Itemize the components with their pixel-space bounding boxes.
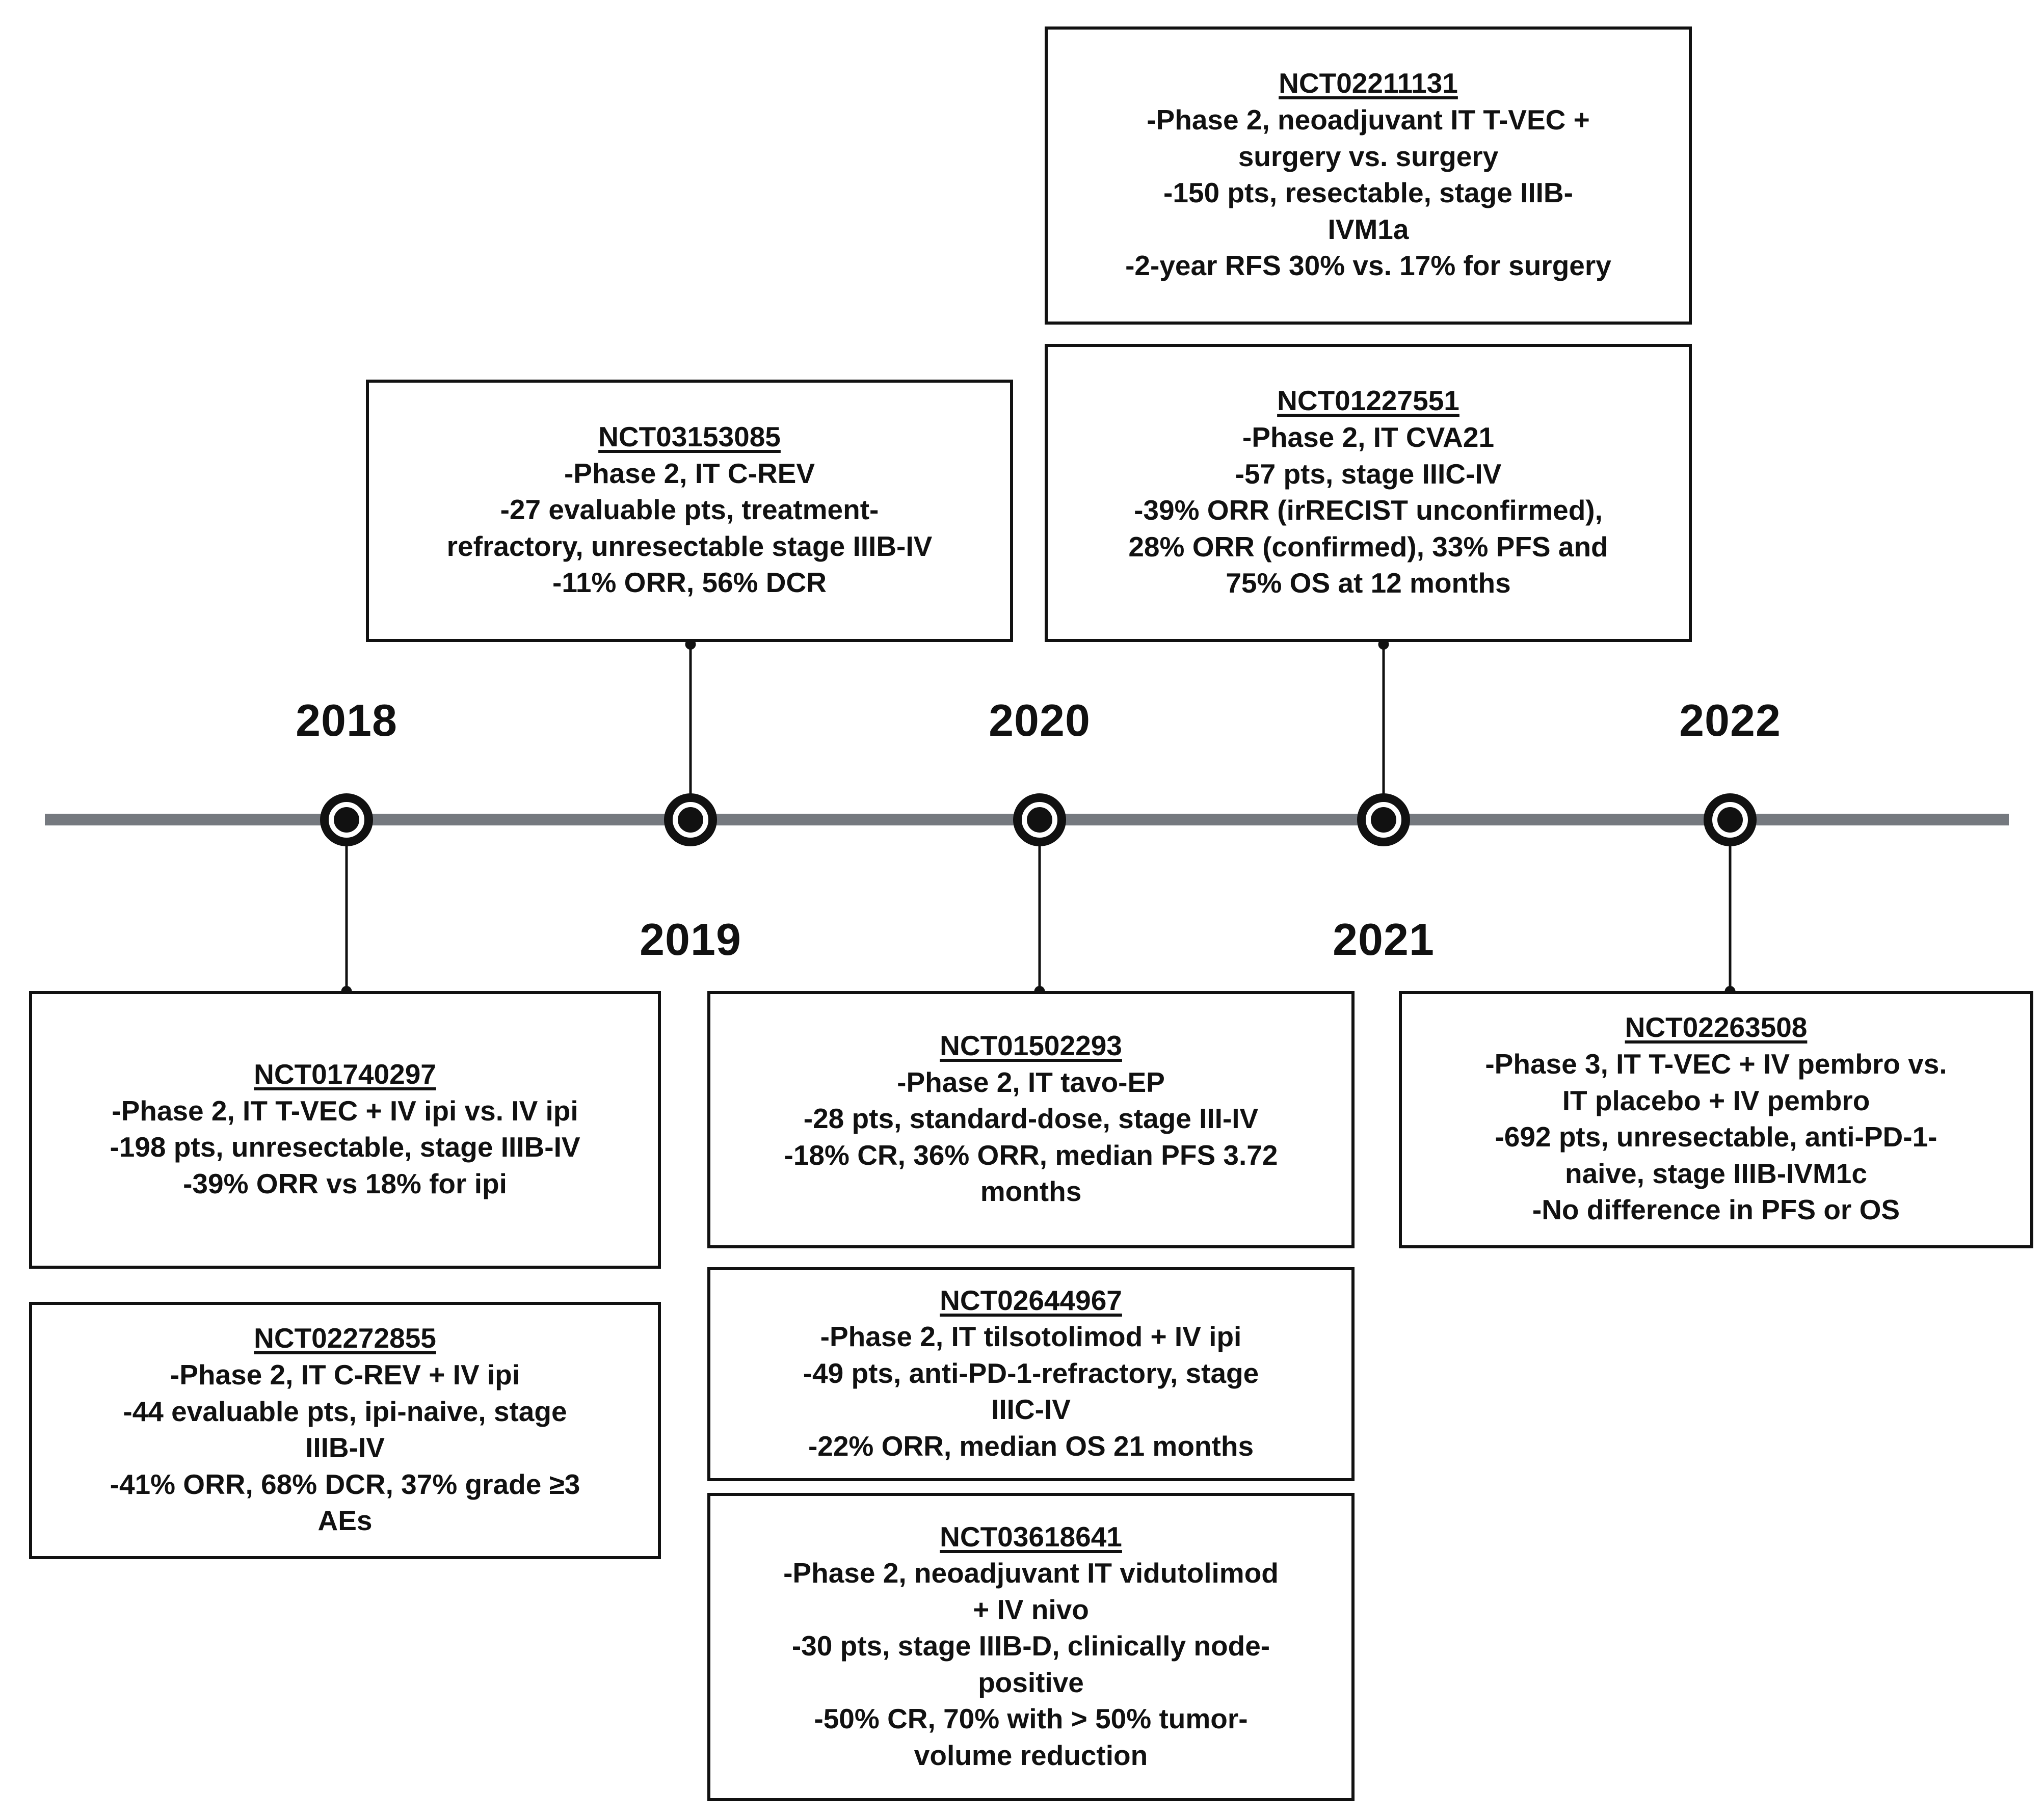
- study-line: -Phase 2, IT tilsotolimod + IV ipi: [820, 1321, 1242, 1353]
- year-label-2019: 2019: [640, 914, 741, 965]
- timeline-marker-2022[interactable]: [1704, 793, 1757, 846]
- study-line: -150 pts, resectable, stage IIIB-: [1163, 177, 1573, 209]
- year-label-2020: 2020: [989, 695, 1091, 745]
- study-box-nct02211131[interactable]: NCT02211131 -Phase 2, neoadjuvant IT T-V…: [1045, 26, 1692, 325]
- study-line: 28% ORR (confirmed), 33% PFS and: [1128, 530, 1608, 563]
- study-line: -692 pts, unresectable, anti-PD-1-: [1495, 1121, 1937, 1153]
- year-label-2022: 2022: [1679, 695, 1781, 745]
- study-line: -49 pts, anti-PD-1-refractory, stage: [803, 1357, 1259, 1389]
- study-line: volume reduction: [914, 1739, 1148, 1771]
- study-line: -57 pts, stage IIIC-IV: [1235, 458, 1502, 490]
- study-title: NCT02644967: [940, 1284, 1122, 1316]
- study-line: -2-year RFS 30% vs. 17% for surgery: [1125, 250, 1611, 282]
- study-title: NCT01227551: [1277, 385, 1459, 417]
- study-box-nct03618641[interactable]: NCT03618641 -Phase 2, neoadjuvant IT vid…: [707, 1493, 1355, 1801]
- study-line: -27 evaluable pts, treatment-: [500, 494, 879, 526]
- study-box-nct01227551[interactable]: NCT01227551 -Phase 2, IT CVA21 -57 pts, …: [1045, 344, 1692, 642]
- study-box-nct01740297[interactable]: NCT01740297 -Phase 2, IT T-VEC + IV ipi …: [29, 991, 661, 1269]
- study-line: IIIB-IV: [305, 1432, 385, 1464]
- study-title: NCT03153085: [598, 421, 781, 453]
- study-line: naive, stage IIIB-IVM1c: [1564, 1157, 1867, 1189]
- marker-core: [334, 807, 359, 833]
- timeline-marker-2019[interactable]: [664, 793, 717, 846]
- study-details: -Phase 2, IT C-REV + IV ipi -44 evaluabl…: [110, 1357, 580, 1539]
- study-line: -Phase 2, neoadjuvant IT vidutolimod: [783, 1557, 1279, 1589]
- study-line: -Phase 2, IT C-REV: [564, 457, 815, 489]
- study-box-nct02272855[interactable]: NCT02272855 -Phase 2, IT C-REV + IV ipi …: [29, 1302, 661, 1559]
- study-title: NCT02272855: [254, 1322, 436, 1354]
- study-line: -Phase 2, IT CVA21: [1242, 421, 1495, 453]
- study-line: -39% ORR vs 18% for ipi: [183, 1167, 507, 1199]
- study-line: -198 pts, unresectable, stage IIIB-IV: [110, 1131, 580, 1163]
- study-line: -30 pts, stage IIIB-D, clinically node-: [791, 1630, 1270, 1662]
- study-box-nct01502293[interactable]: NCT01502293 -Phase 2, IT tavo-EP -28 pts…: [707, 991, 1355, 1248]
- study-line: months: [980, 1175, 1082, 1208]
- study-line: AEs: [317, 1505, 373, 1537]
- timeline-marker-2018[interactable]: [320, 793, 373, 846]
- connector-2020-down: [1034, 846, 1045, 997]
- study-details: -Phase 2, IT T-VEC + IV ipi vs. IV ipi -…: [110, 1093, 580, 1202]
- study-line: IVM1a: [1328, 213, 1409, 245]
- study-line: -Phase 2, IT C-REV + IV ipi: [170, 1359, 520, 1391]
- study-title: NCT03618641: [940, 1520, 1122, 1553]
- marker-core: [678, 807, 703, 833]
- study-details: -Phase 2, IT C-REV -27 evaluable pts, tr…: [447, 456, 933, 601]
- year-label-2018: 2018: [296, 695, 397, 745]
- study-details: -Phase 3, IT T-VEC + IV pembro vs. IT pl…: [1485, 1046, 1947, 1228]
- connector-2021-up: [1378, 639, 1389, 794]
- study-line: -50% CR, 70% with > 50% tumor-: [814, 1703, 1248, 1735]
- study-line: surgery vs. surgery: [1238, 140, 1499, 172]
- study-title: NCT02211131: [1279, 67, 1458, 99]
- marker-core: [1717, 807, 1743, 833]
- study-title: NCT01740297: [254, 1058, 436, 1090]
- study-line: -44 evaluable pts, ipi-naive, stage: [123, 1395, 567, 1427]
- study-line: -22% ORR, median OS 21 months: [808, 1430, 1254, 1462]
- study-box-nct02263508[interactable]: NCT02263508 -Phase 3, IT T-VEC + IV pemb…: [1399, 991, 2033, 1248]
- timeline-marker-2020[interactable]: [1013, 793, 1066, 846]
- study-details: -Phase 2, IT tilsotolimod + IV ipi -49 p…: [803, 1319, 1259, 1464]
- study-line: 75% OS at 12 months: [1226, 567, 1511, 599]
- timeline-marker-2021[interactable]: [1357, 793, 1410, 846]
- study-line: -Phase 3, IT T-VEC + IV pembro vs.: [1485, 1048, 1947, 1080]
- study-line: IT placebo + IV pembro: [1562, 1084, 1870, 1116]
- year-label-2021: 2021: [1333, 914, 1435, 965]
- study-line: refractory, unresectable stage IIIB-IV: [446, 530, 933, 562]
- study-details: -Phase 2, neoadjuvant IT T-VEC + surgery…: [1125, 102, 1611, 284]
- study-title: NCT02263508: [1625, 1011, 1808, 1044]
- study-line: -No difference in PFS or OS: [1532, 1194, 1900, 1226]
- study-title: NCT01502293: [940, 1030, 1122, 1062]
- study-line: -Phase 2, neoadjuvant IT T-VEC +: [1147, 104, 1590, 136]
- study-box-nct03153085[interactable]: NCT03153085 -Phase 2, IT C-REV -27 evalu…: [366, 380, 1013, 642]
- study-box-nct02644967[interactable]: NCT02644967 -Phase 2, IT tilsotolimod + …: [707, 1267, 1355, 1481]
- study-line: + IV nivo: [973, 1593, 1089, 1625]
- study-line: -Phase 2, IT T-VEC + IV ipi vs. IV ipi: [112, 1094, 578, 1127]
- marker-core: [1027, 807, 1052, 833]
- marker-core: [1371, 807, 1396, 833]
- study-line: -28 pts, standard-dose, stage III-IV: [803, 1103, 1259, 1135]
- connector-2022-down: [1724, 846, 1736, 997]
- study-line: -Phase 2, IT tavo-EP: [897, 1066, 1165, 1098]
- study-details: -Phase 2, IT tavo-EP -28 pts, standard-d…: [784, 1064, 1278, 1210]
- study-line: -41% ORR, 68% DCR, 37% grade ≥3: [110, 1468, 580, 1500]
- study-line: -18% CR, 36% ORR, median PFS 3.72: [784, 1139, 1278, 1171]
- study-line: positive: [978, 1666, 1084, 1698]
- connector-2018-down: [341, 846, 352, 997]
- connector-2019-up: [685, 639, 696, 794]
- study-details: -Phase 2, neoadjuvant IT vidutolimod + I…: [783, 1555, 1279, 1774]
- study-line: -39% ORR (irRECIST unconfirmed),: [1134, 494, 1603, 526]
- study-details: -Phase 2, IT CVA21 -57 pts, stage IIIC-I…: [1128, 419, 1608, 602]
- study-line: -11% ORR, 56% DCR: [552, 567, 827, 599]
- study-line: IIIC-IV: [991, 1394, 1071, 1426]
